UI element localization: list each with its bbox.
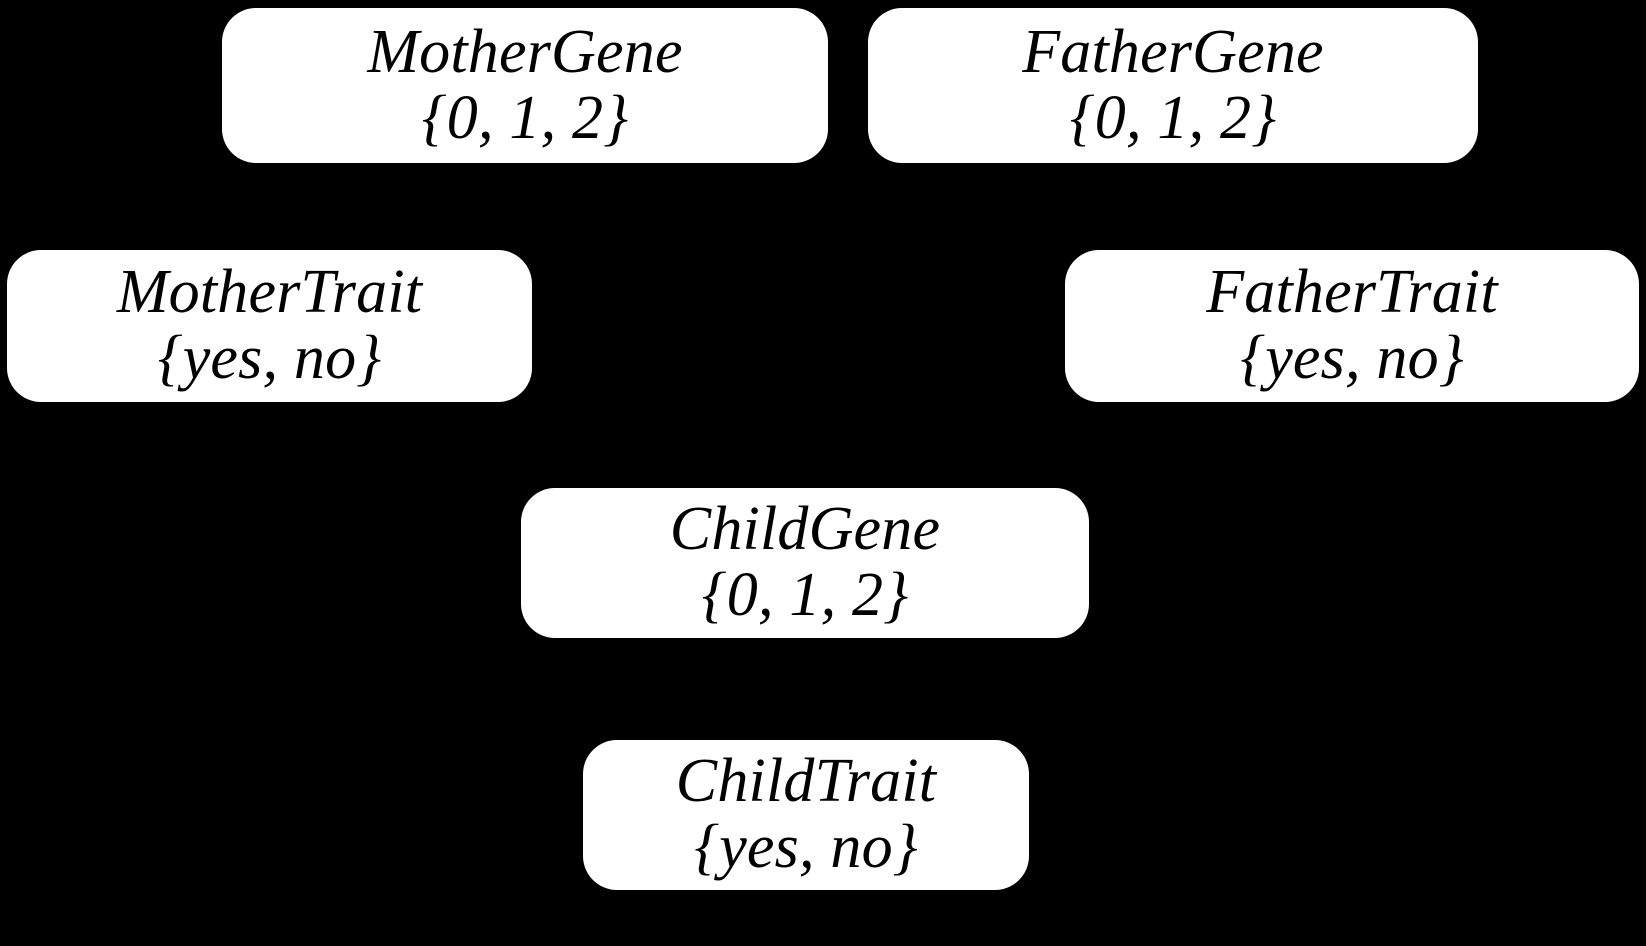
node-child-gene-label: ChildGene	[669, 495, 941, 564]
node-father-trait[interactable]: FatherTrait {yes, no}	[1065, 250, 1639, 402]
node-father-gene[interactable]: FatherGene {0, 1, 2}	[868, 8, 1478, 163]
node-child-gene-domain: {0, 1, 2}	[701, 561, 909, 629]
node-father-trait-domain: {yes, no}	[1240, 324, 1464, 392]
node-mother-gene-domain: {0, 1, 2}	[421, 83, 629, 152]
node-father-gene-label: FatherGene	[1022, 17, 1324, 86]
node-mother-gene-label: MotherGene	[367, 17, 683, 86]
node-child-trait-label: ChildTrait	[675, 747, 937, 816]
node-father-gene-domain: {0, 1, 2}	[1069, 83, 1277, 152]
node-father-trait-label: FatherTrait	[1206, 258, 1498, 327]
node-mother-gene[interactable]: MotherGene {0, 1, 2}	[222, 8, 828, 163]
node-child-trait[interactable]: ChildTrait {yes, no}	[583, 740, 1029, 890]
node-child-gene[interactable]: ChildGene {0, 1, 2}	[521, 488, 1089, 638]
node-mother-trait-domain: {yes, no}	[157, 324, 382, 392]
node-child-trait-domain: {yes, no}	[694, 813, 918, 881]
node-mother-trait[interactable]: MotherTrait {yes, no}	[7, 250, 532, 402]
node-mother-trait-label: MotherTrait	[116, 258, 423, 327]
